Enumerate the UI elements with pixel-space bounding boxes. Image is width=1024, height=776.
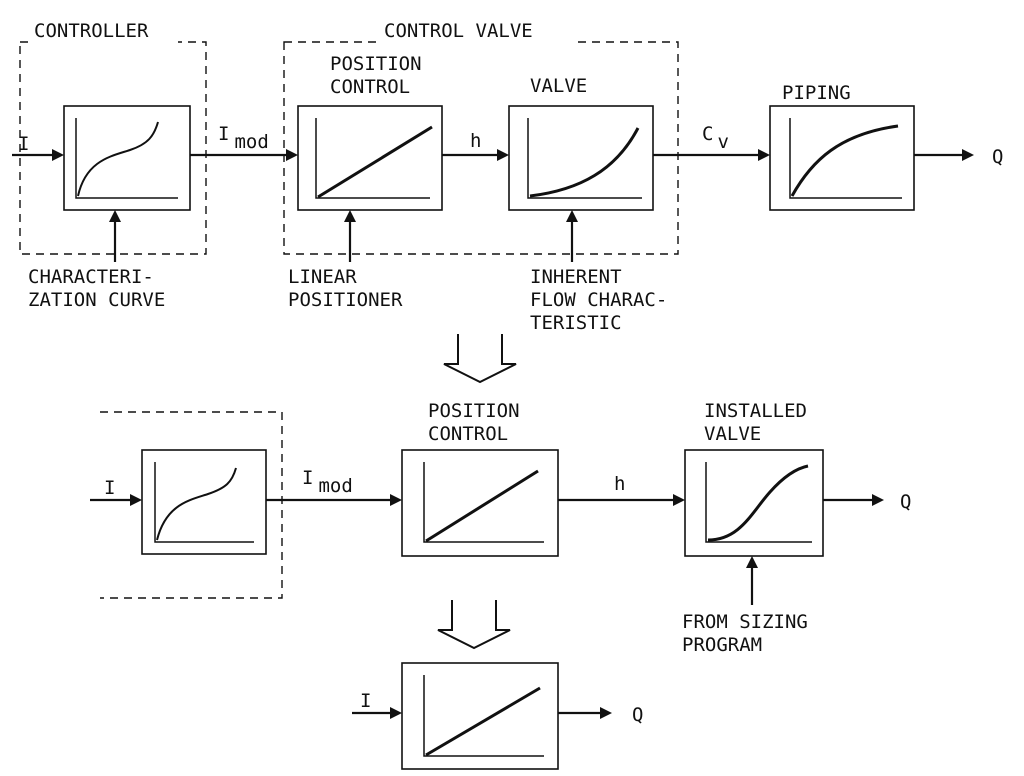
inherent-flow-pointer-head: [566, 210, 578, 222]
control-valve-title: CONTROL VALVE: [384, 20, 533, 42]
installed-valve-title-line1: INSTALLED: [704, 400, 807, 422]
sizing-program-pointer-head: [746, 556, 758, 568]
middle-controller-block: [141, 449, 267, 555]
controller-characterizer-block: [63, 105, 191, 211]
linear-positioner-label-line2: POSITIONER: [288, 289, 403, 311]
controller-enclosure: [19, 41, 207, 255]
controller-title: CONTROLLER: [34, 20, 149, 42]
controller-characterizer-axes: [75, 118, 178, 199]
installed-valve-curve: [707, 464, 809, 542]
middle-position-control-title-line1: POSITION: [428, 400, 520, 422]
sizing-program-label-line1: FROM SIZING: [682, 611, 808, 633]
bottom-input-label: I: [360, 690, 371, 712]
middle-position-control-axes: [423, 462, 544, 543]
top-output-label: Q: [992, 146, 1003, 168]
overall-linear-line: [425, 686, 541, 757]
installed-valve-axes: [705, 462, 812, 543]
piping-curve: [790, 124, 899, 197]
middle-controller-axes: [154, 462, 254, 543]
position-control-title-line1: POSITION: [330, 53, 422, 75]
installed-valve-title-line2: VALVE: [704, 423, 761, 445]
middle-output-arrowhead: [872, 494, 884, 506]
characterization-label-line2: ZATION CURVE: [28, 289, 165, 311]
inherent-flow-label-line1: INHERENT: [530, 266, 622, 288]
inherent-flow-label-line2: FLOW CHARAC-: [530, 289, 667, 311]
top-input-label: I: [18, 133, 29, 155]
middle-h-arrowhead: [673, 494, 685, 506]
characterization-pointer-head: [109, 210, 121, 222]
middle-h-label: h: [614, 473, 625, 495]
valve-block: [508, 105, 654, 211]
middle-position-control-title-line2: CONTROL: [428, 423, 508, 445]
top-input-arrowhead: [52, 149, 64, 161]
linear-positioner-pointer-head: [344, 210, 356, 222]
position-control-axes: [315, 118, 430, 199]
reduction-arrow-2: [437, 600, 511, 650]
middle-input-label: I: [104, 477, 115, 499]
reduction-arrow-1: [443, 334, 517, 384]
bottom-input-arrowhead: [390, 707, 402, 719]
overall-linear-block: [401, 662, 559, 770]
middle-output-label: Q: [900, 491, 911, 513]
valve-axes: [527, 118, 642, 199]
position-control-block: [297, 105, 443, 211]
position-control-title-line2: CONTROL: [330, 76, 410, 98]
top-h-arrowhead: [497, 149, 509, 161]
inherent-flow-curve: [529, 127, 640, 198]
middle-controller-enclosure: [100, 411, 283, 599]
top-output-arrowhead: [962, 149, 974, 161]
bottom-output-arrowhead: [600, 707, 612, 719]
middle-characterization-curve: [156, 467, 237, 541]
top-cv-arrowhead: [758, 149, 770, 161]
bottom-output-label: Q: [632, 704, 643, 726]
sizing-program-label-line2: PROGRAM: [682, 634, 762, 656]
middle-input-arrowhead: [130, 494, 142, 506]
top-h-label: h: [470, 130, 481, 152]
piping-title: PIPING: [782, 82, 851, 104]
characterization-curve: [77, 121, 159, 197]
linear-positioner-line: [317, 125, 433, 199]
characterization-label-line1: CHARACTERI-: [28, 266, 154, 288]
valve-title: VALVE: [530, 75, 587, 97]
piping-axes: [789, 118, 902, 199]
inherent-flow-label-line3: TERISTIC: [530, 312, 622, 334]
linear-positioner-label-line1: LINEAR: [288, 266, 357, 288]
top-imod-arrowhead: [286, 149, 298, 161]
middle-imod-arrowhead: [390, 494, 402, 506]
middle-position-control-block: [401, 449, 559, 557]
middle-linear-line: [425, 469, 539, 543]
overall-linear-axes: [423, 675, 544, 757]
